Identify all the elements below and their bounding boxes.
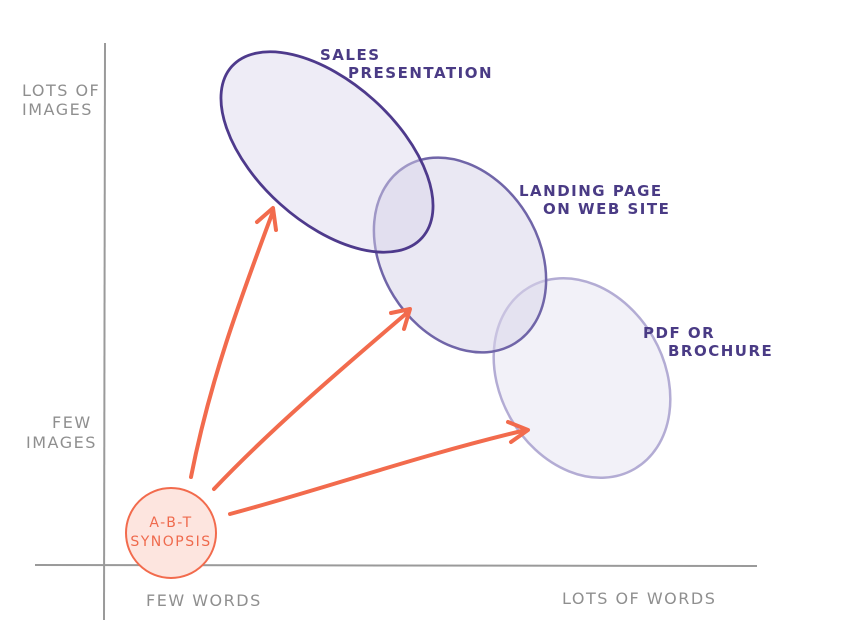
landing-page-ellipse xyxy=(372,156,548,354)
x-axis-line xyxy=(34,564,758,567)
y-axis-bottom-label-line2: IMAGES xyxy=(26,433,97,452)
abt-synopsis-label-line2: SYNOPSIS xyxy=(130,534,211,550)
sales-presentation-ellipse xyxy=(219,50,435,254)
pdf-label-line1: PDF OR xyxy=(643,324,715,342)
sales-label-line1: SALES xyxy=(320,46,381,64)
arrows xyxy=(189,206,530,516)
y-axis-top-label-line2: IMAGES xyxy=(22,100,93,119)
sales-label-line2: PRESENTATION xyxy=(348,64,493,82)
abt-synopsis-label-line1: A-B-T xyxy=(149,515,192,531)
landing-label-line1: LANDING PAGE xyxy=(519,182,663,200)
arrow-to-landing xyxy=(212,307,412,491)
arrow-to-pdf xyxy=(228,420,530,516)
x-axis-right-label: LOTS OF WORDS xyxy=(562,589,716,608)
y-axis-bottom-label-line1: FEW xyxy=(52,413,92,432)
arrow-to-sales xyxy=(189,206,278,479)
y-axis-top-label-line1: LOTS OF xyxy=(22,81,100,100)
abt-synopsis-circle xyxy=(125,487,217,579)
pdf-label-line2: BROCHURE xyxy=(668,342,773,360)
x-axis-left-label: FEW WORDS xyxy=(146,591,262,610)
y-axis-line xyxy=(103,42,106,621)
axes xyxy=(34,42,758,621)
landing-label-line2: ON WEB SITE xyxy=(543,200,670,218)
